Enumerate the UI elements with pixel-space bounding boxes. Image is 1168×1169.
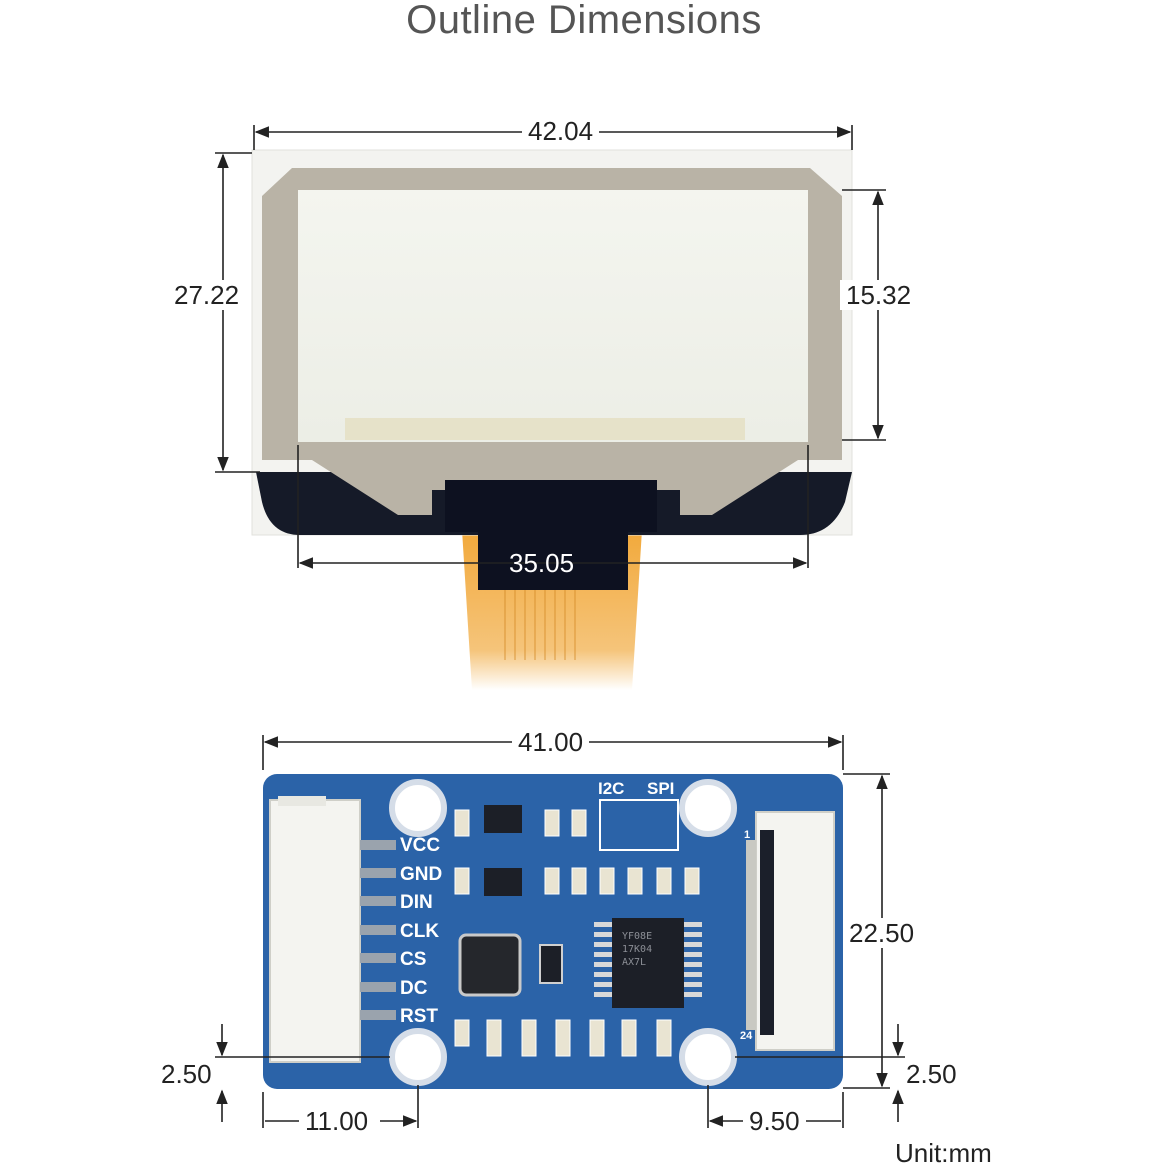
unit-label: Unit:mm [895,1138,992,1168]
pin-header-pins [360,840,396,1020]
pin-label-vcc: VCC [400,835,441,856]
silk-connector-pin-1: 1 [744,829,751,841]
pin-label-gnd: GND [400,864,443,885]
pin-label-dc: DC [400,978,428,999]
regulator-2 [484,868,522,896]
oled-module [251,149,853,690]
regulator-1 [484,805,522,833]
mount-hole-bottom-right [679,1028,737,1086]
pin-header [269,799,361,1063]
mount-hole-bottom-left [389,1028,447,1086]
dim-active-width: 35.05 [509,548,575,578]
mount-hole-top-right [679,779,737,837]
dim-left-hole-offset-x: 11.00 [299,1106,375,1136]
pin-label-rst: RST [400,1006,438,1027]
silk-spi: SPI [647,779,675,798]
passive-components [454,809,700,1057]
silk-connector-pin-24: 24 [740,1030,753,1042]
fpc-connector-slot [760,830,774,1035]
mount-hole-top-left [389,779,447,837]
chip-marking-line-3: AX7L [622,957,647,968]
diode [539,944,563,984]
dim-right-hole-offset-x: 9.50 [743,1106,806,1136]
page-title: Outline Dimensions [406,0,762,42]
silk-i2c: I2C [598,779,625,798]
pcb [263,774,843,1089]
pin-label-clk: CLK [400,921,440,942]
interface-select-box [599,799,679,851]
oled-dimension-lines [215,125,886,569]
fpc-connector-pins [746,840,756,1030]
pin-header-lip [278,796,326,806]
dim-hole-span-height: 22.50 [843,918,921,948]
dim-active-height: 15.32 [840,280,918,310]
driver-ic [612,918,684,1008]
dim-right-hole-offset-y: 2.50 [900,1059,963,1089]
cof-block [445,480,657,532]
chip-marking-line-2: 17K04 [622,944,653,955]
chip-marking: YF08E 17K04 AX7L [622,930,676,969]
chip-marking-line-1: YF08E [622,931,653,942]
active-area [298,190,808,442]
board-dimension-lines [215,735,905,1128]
driver-strip [345,418,745,440]
driver-ic-leads [594,922,702,997]
driver-board [263,774,843,1089]
pin-label-din: DIN [400,892,433,913]
inductor [458,933,522,997]
pin-label-cs: CS [400,949,427,970]
dim-left-hole-offset-y: 2.50 [155,1059,218,1089]
fpc-traces [504,590,576,660]
dim-overall-height: 27.22 [168,280,246,310]
dim-overall-width: 42.04 [522,116,600,146]
dim-board-width: 41.00 [512,727,590,757]
